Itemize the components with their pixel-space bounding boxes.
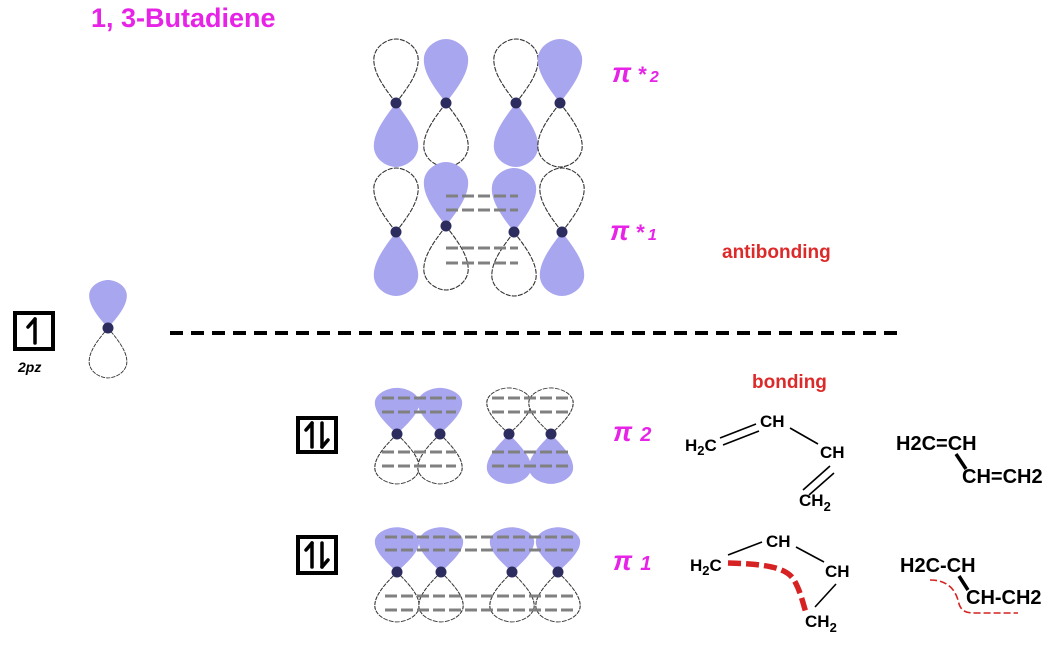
p-orbital-2pz (88, 280, 128, 379)
svg-text:CH: CH (760, 412, 785, 431)
p-orbital-4 (528, 387, 574, 484)
pi-star-2-orbitals (373, 38, 583, 168)
p-orbital-2 (423, 162, 469, 291)
svg-text:CH-CH2: CH-CH2 (966, 587, 1042, 609)
atomic-orbital-label: 2pz (17, 359, 41, 375)
svg-text:H2C: H2C (685, 436, 717, 458)
svg-text:CH: CH (820, 443, 845, 462)
p-orbital-1 (373, 38, 419, 167)
p-orbital-1 (373, 167, 419, 296)
delocalized-bond-icon (929, 579, 1018, 614)
atomic-orbital-box (13, 311, 55, 351)
pi2-structure: H2C CH CH CH2 (685, 412, 845, 514)
delocalized-bond-icon (727, 560, 809, 614)
title: 1, 3-Butadiene (91, 3, 276, 33)
svg-text:H2C-CH: H2C-CH (900, 555, 976, 577)
pi-star-1-label: π *1 (610, 216, 657, 246)
pi-star-2-label: π *2 (612, 58, 659, 88)
pi2-orbitals (374, 387, 574, 485)
svg-text:CH: CH (825, 562, 850, 581)
pi2-electron-box (296, 416, 338, 454)
svg-text:CH2: CH2 (805, 612, 837, 635)
p-orbital-2 (417, 387, 463, 485)
p-orbital-3 (486, 387, 532, 484)
p-orbital-3 (489, 527, 535, 623)
p-orbital-4 (535, 527, 581, 623)
up-arrow-icon-head (26, 317, 37, 329)
p-orbital-1 (374, 387, 420, 485)
overlap-lines (446, 194, 518, 265)
antibonding-label: antibonding (722, 242, 831, 263)
p-orbital-3 (493, 38, 539, 167)
p-orbital-3 (491, 168, 537, 297)
overlap-lines (382, 396, 568, 468)
p-orbital-2 (418, 527, 464, 623)
pi1-electron-box (296, 535, 338, 575)
pi2-structure-alt: H2C=CH CH=CH2 (896, 433, 1043, 488)
p-orbital-4 (537, 39, 583, 168)
pi1-structure-alt: H2C-CH CH-CH2 (900, 555, 1042, 614)
pi1-orbitals (374, 527, 581, 623)
pi1-structure: H2C CH CH CH2 (690, 532, 850, 635)
p-orbital-4 (539, 167, 585, 296)
p-orbital-1 (374, 527, 420, 623)
svg-text:CH: CH (766, 532, 791, 551)
pi-star-1-orbitals (373, 162, 585, 297)
svg-text:CH=CH2: CH=CH2 (962, 466, 1043, 488)
p-orbital-2 (423, 39, 469, 168)
svg-text:CH2: CH2 (799, 491, 831, 514)
svg-text:H2C=CH: H2C=CH (896, 433, 977, 455)
bonding-label: bonding (752, 372, 827, 393)
svg-text:H2C: H2C (690, 556, 722, 578)
